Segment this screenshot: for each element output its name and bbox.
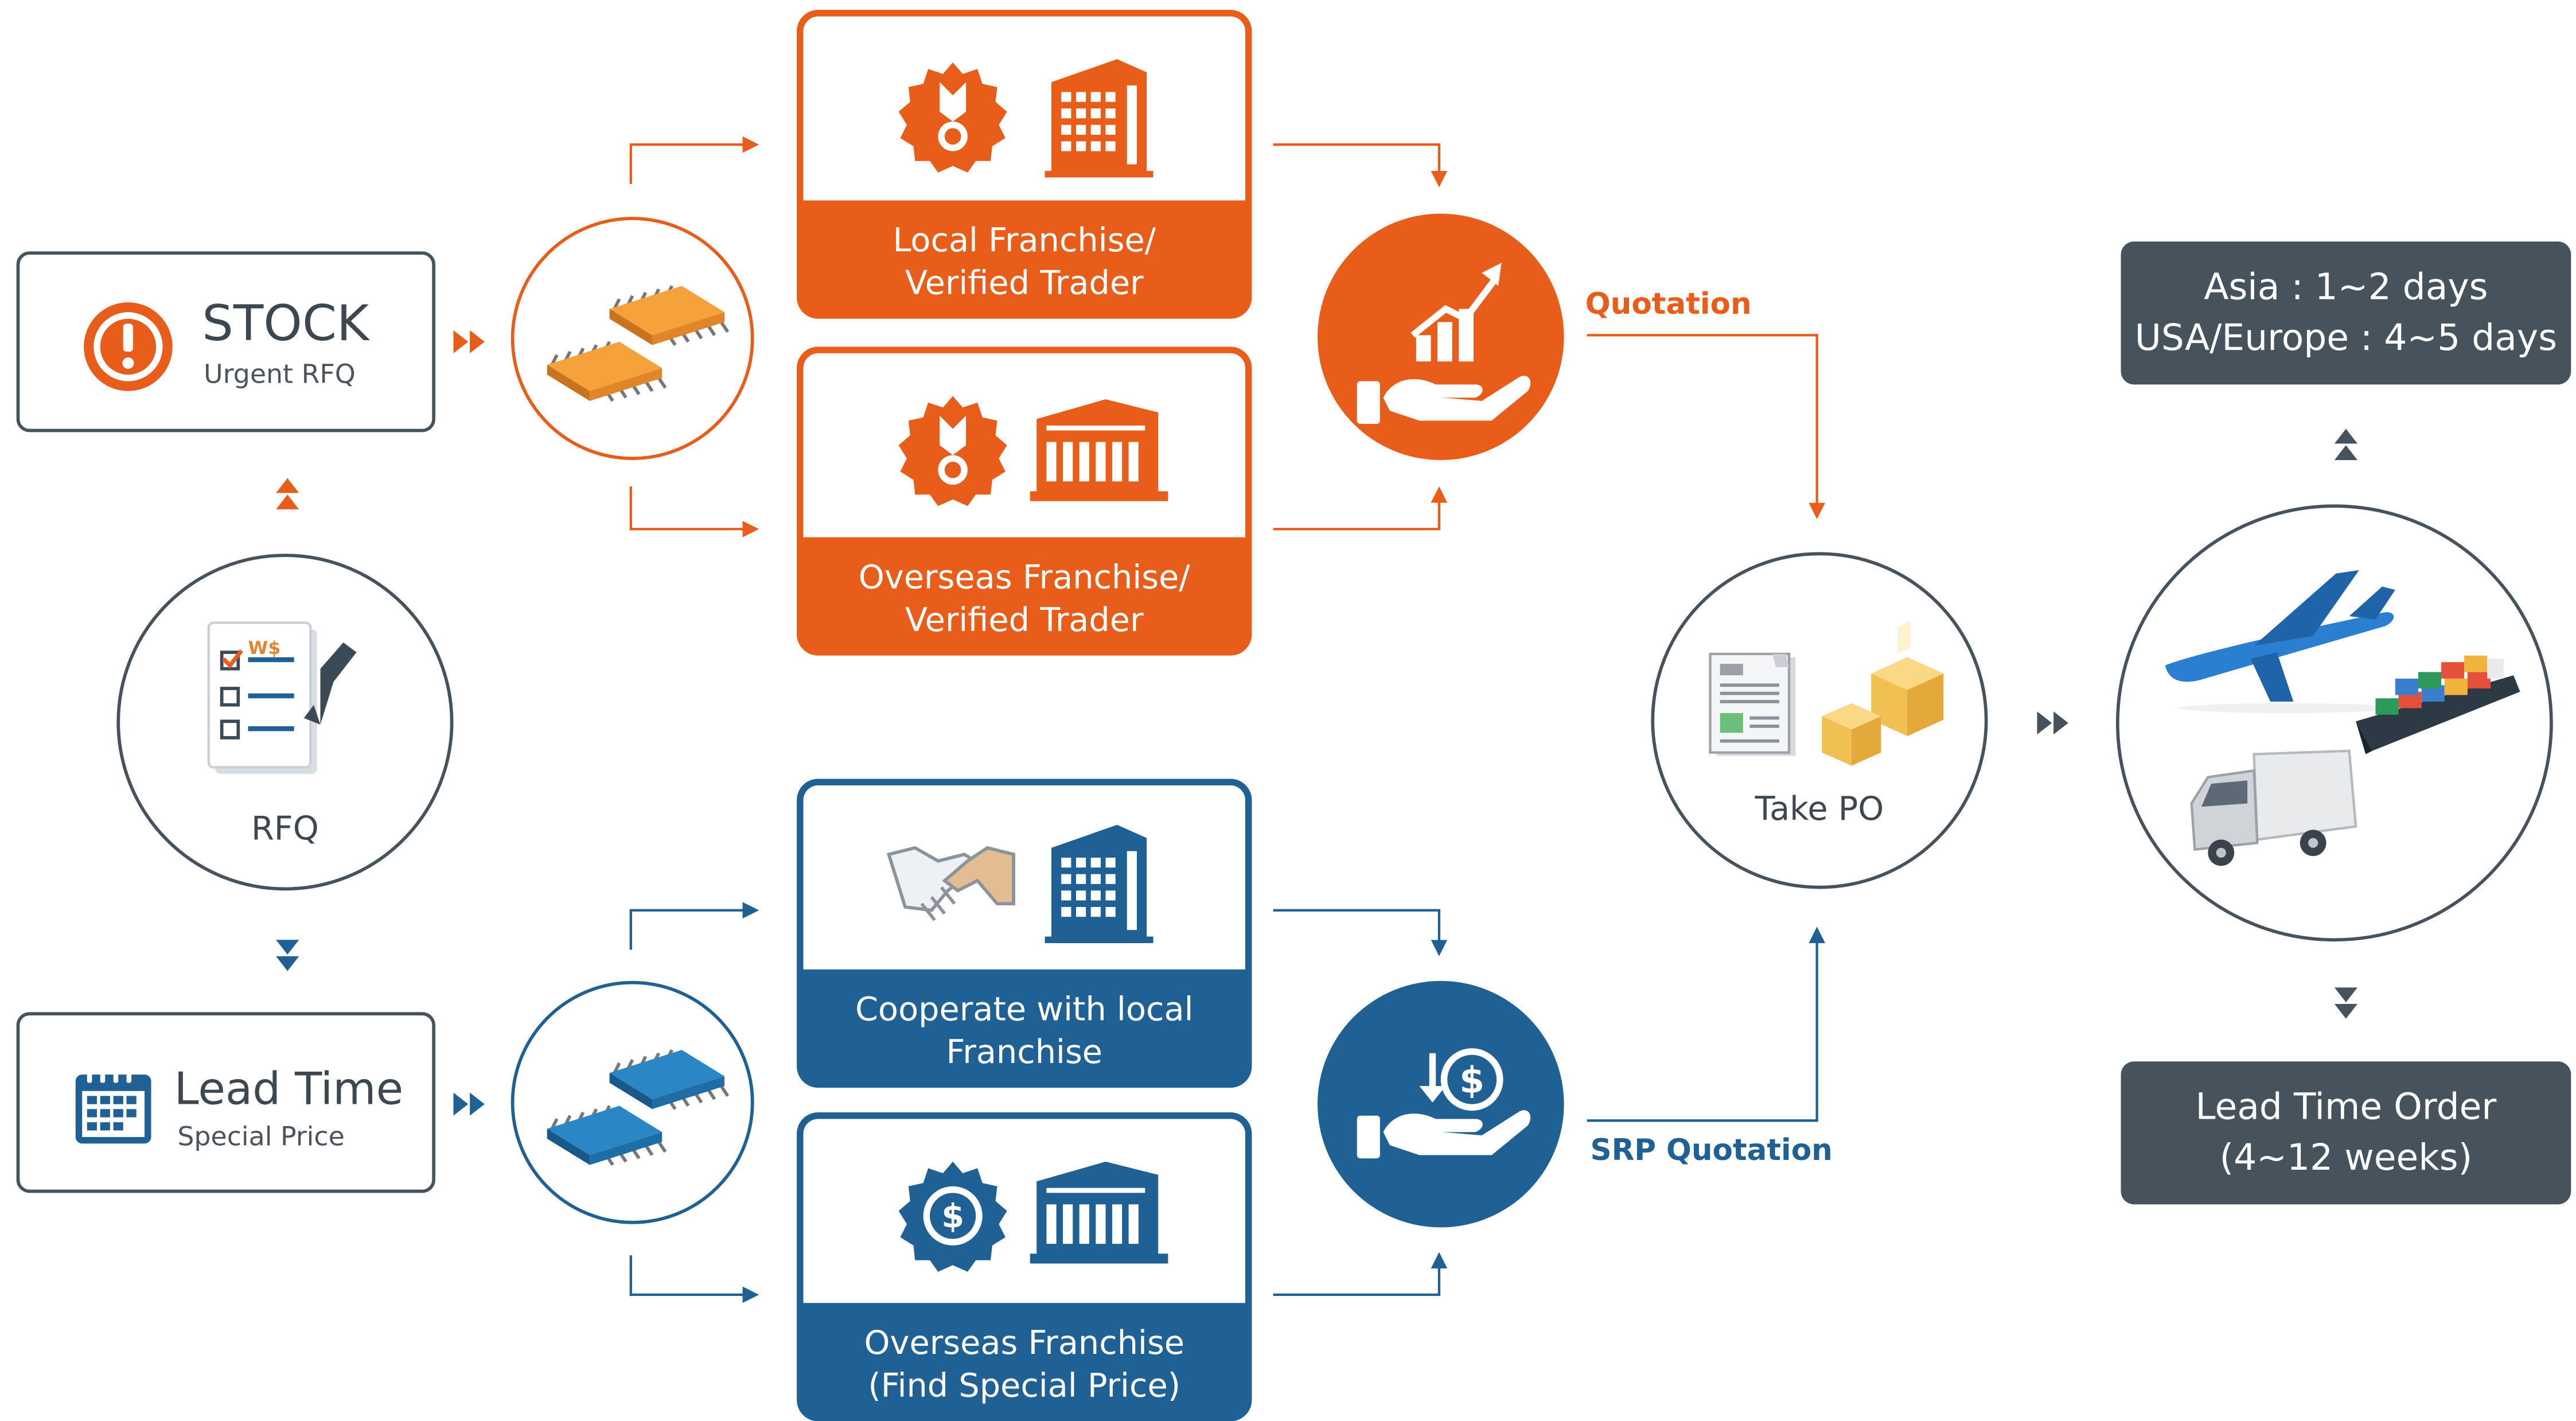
rfq-label: RFQ [251, 808, 319, 848]
rfq-document-icon [207, 621, 357, 774]
award-badge-icon [898, 396, 1007, 507]
chip-icon [547, 1049, 730, 1166]
take-po-circle: Take PO [1651, 552, 1988, 889]
stock-title: STOCK [202, 295, 369, 353]
rfq-circle: W$ RFQ [116, 554, 454, 891]
document-icon [1709, 652, 1796, 756]
double-arrow-up-to-times [2334, 429, 2357, 460]
shipping-time-usa-europe: USA/Europe : 4~5 days [2134, 318, 2558, 359]
connector-to-cooperate [629, 902, 759, 950]
card-label: Overseas Franchise/Verified Trader [858, 556, 1190, 640]
factory-building-icon [1030, 399, 1168, 501]
chip-circle-orange [510, 217, 754, 460]
factory-building-icon [1030, 1161, 1168, 1264]
award-badge-icon [898, 62, 1007, 173]
double-arrow-down-to-lead [276, 940, 299, 971]
lead-time-order-box: Lead Time Order (4~12 weeks) [2121, 1061, 2571, 1205]
handshake-icon [886, 846, 1016, 921]
connector-quotation-to-po [1587, 334, 1826, 520]
quotation-label: Quotation [1585, 287, 1752, 322]
chip-circle-blue [510, 980, 754, 1224]
lead-time-order-title: Lead Time Order [2195, 1087, 2497, 1128]
building-icon [1045, 59, 1153, 178]
cargo-ship-icon [2356, 655, 2520, 754]
card-overseas-franchise: Overseas Franchise/Verified Trader [797, 347, 1252, 656]
card-label: Overseas Franchise(Find Special Price) [864, 1322, 1185, 1405]
connector-srp-to-po [1587, 926, 1826, 1122]
connector-to-local-franchise [629, 136, 759, 184]
card-local-franchise: Local Franchise/Verified Trader [797, 10, 1252, 319]
shipping-time-asia: Asia : 1~2 days [2204, 267, 2488, 309]
double-arrow-down-to-lead-order [2334, 987, 2357, 1019]
hand-dollar-icon: $ [1357, 1048, 1531, 1159]
srp-quotation-label: SRP Quotation [1590, 1134, 1833, 1169]
alert-icon [84, 302, 173, 391]
double-arrow-up-to-stock [276, 478, 299, 509]
stock-box: STOCK Urgent RFQ [16, 251, 435, 433]
svg-text:$: $ [1459, 1060, 1484, 1101]
stock-subtitle: Urgent RFQ [204, 358, 356, 390]
connector-cooperate-to-srp [1273, 909, 1448, 956]
shipping-time-box: Asia : 1~2 days USA/Europe : 4~5 days [2121, 242, 2571, 385]
connector-overseas-to-srp [1273, 1252, 1448, 1297]
connector-overseas-to-quotation [1273, 486, 1448, 531]
shipping-circle [2115, 504, 2553, 942]
double-arrow-stock [453, 330, 485, 353]
card-label: Local Franchise/Verified Trader [893, 220, 1156, 302]
lead-time-box: Lead Time Special Price [16, 1012, 435, 1193]
double-arrow-lead [453, 1092, 485, 1116]
building-icon [1045, 824, 1153, 943]
take-po-label: Take PO [1755, 788, 1884, 828]
airplane-icon [2165, 570, 2395, 714]
chip-icon [547, 285, 730, 402]
svg-text:$: $ [941, 1197, 964, 1235]
connector-to-overseas-franchise [629, 486, 759, 538]
dollar-badge-icon: $ [898, 1161, 1007, 1272]
rfq-badge: W$ [248, 637, 281, 659]
connector-to-overseas-special [629, 1255, 759, 1303]
calendar-icon [75, 1068, 151, 1144]
lead-time-title: Lead Time [174, 1064, 404, 1116]
quotation-circle [1318, 213, 1564, 460]
boxes-icon [1822, 621, 1944, 766]
hand-growth-chart-icon [1357, 263, 1531, 424]
truck-icon [2190, 749, 2357, 866]
connector-local-to-quotation [1273, 143, 1448, 188]
lead-time-order-weeks: (4~12 weeks) [2219, 1138, 2473, 1179]
card-overseas-special-price: $ Overseas Franchise(Find Special Price) [797, 1112, 1252, 1421]
srp-quotation-circle: $ [1318, 980, 1564, 1228]
double-arrow-to-shipping [2037, 711, 2068, 735]
lead-time-subtitle: Special Price [177, 1120, 345, 1152]
